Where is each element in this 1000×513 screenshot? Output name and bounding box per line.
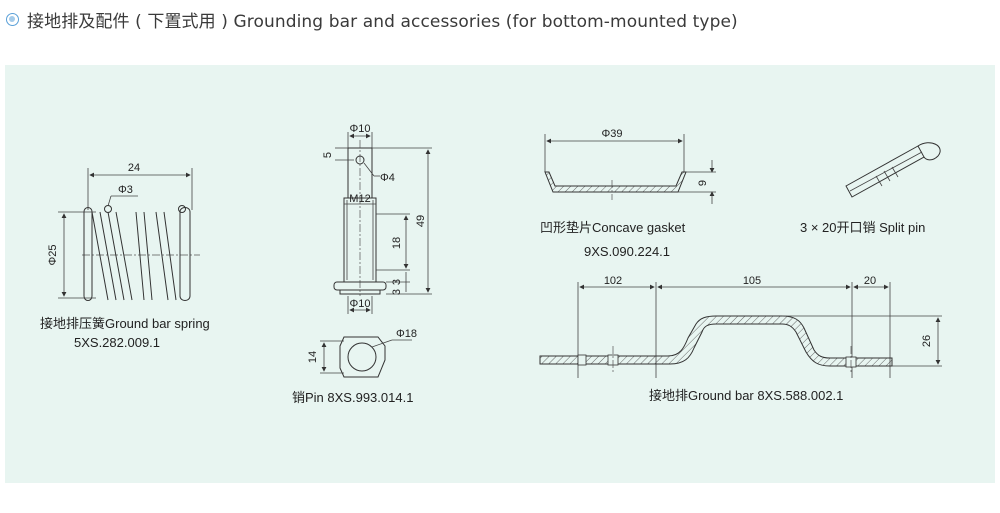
gasket-dim-dia: Φ39 — [601, 128, 622, 140]
pin-dim-ring-h: 14 — [307, 351, 319, 363]
pin-dim-hole: Φ4 — [380, 172, 395, 184]
pin-dim-hole-offset: 5 — [322, 152, 334, 158]
pin-dim-top-dia: Φ10 — [349, 123, 370, 135]
spring-dim-width: 24 — [128, 162, 140, 174]
spring-dim-wire: Φ3 — [118, 184, 133, 196]
pin-dim-head2: 3 — [391, 289, 403, 295]
pin-drawing — [320, 132, 432, 378]
drawing-panel — [5, 65, 995, 483]
split-pin-name: 3 × 20开口销 Split pin — [800, 220, 925, 235]
ground-bar-dim-height: 26 — [921, 335, 933, 347]
spring-dim-diameter: Φ25 — [47, 244, 59, 265]
section-header: 接地排及配件 ( 下置式用 ) Grounding bar and access… — [6, 6, 738, 32]
pin-dim-thread: M12 — [349, 193, 370, 205]
ground-bar-dim-mid: 105 — [743, 275, 761, 287]
gasket-name: 凹形垫片Concave gasket — [540, 220, 686, 235]
gasket-dim-height: 9 — [697, 180, 709, 186]
spring-code: 5XS.282.009.1 — [74, 335, 160, 350]
spring-name: 接地排压簧Ground bar spring — [40, 316, 210, 331]
circle-bullet-icon — [6, 12, 19, 26]
ground-bar-dim-left: 102 — [604, 275, 622, 287]
pin-dim-bottom-dia: Φ10 — [349, 298, 370, 310]
pin-dim-ring-dia: Φ18 — [396, 328, 417, 340]
gasket-drawing — [544, 134, 716, 204]
ground-bar-name: 接地排Ground bar 8XS.588.002.1 — [649, 388, 843, 403]
ground-bar-dim-right: 20 — [864, 275, 876, 287]
pin-dim-length: 49 — [415, 215, 427, 227]
pin-name: 销Pin 8XS.993.014.1 — [292, 390, 413, 405]
pin-dim-head: 3 — [391, 279, 403, 285]
spring-drawing — [58, 168, 200, 301]
gasket-code: 9XS.090.224.1 — [584, 244, 670, 259]
ground-bar-drawing — [539, 282, 942, 378]
pin-dim-thread-len: 18 — [391, 237, 403, 249]
split-pin-drawing — [845, 142, 941, 198]
section-title: 接地排及配件 ( 下置式用 ) Grounding bar and access… — [27, 11, 738, 32]
